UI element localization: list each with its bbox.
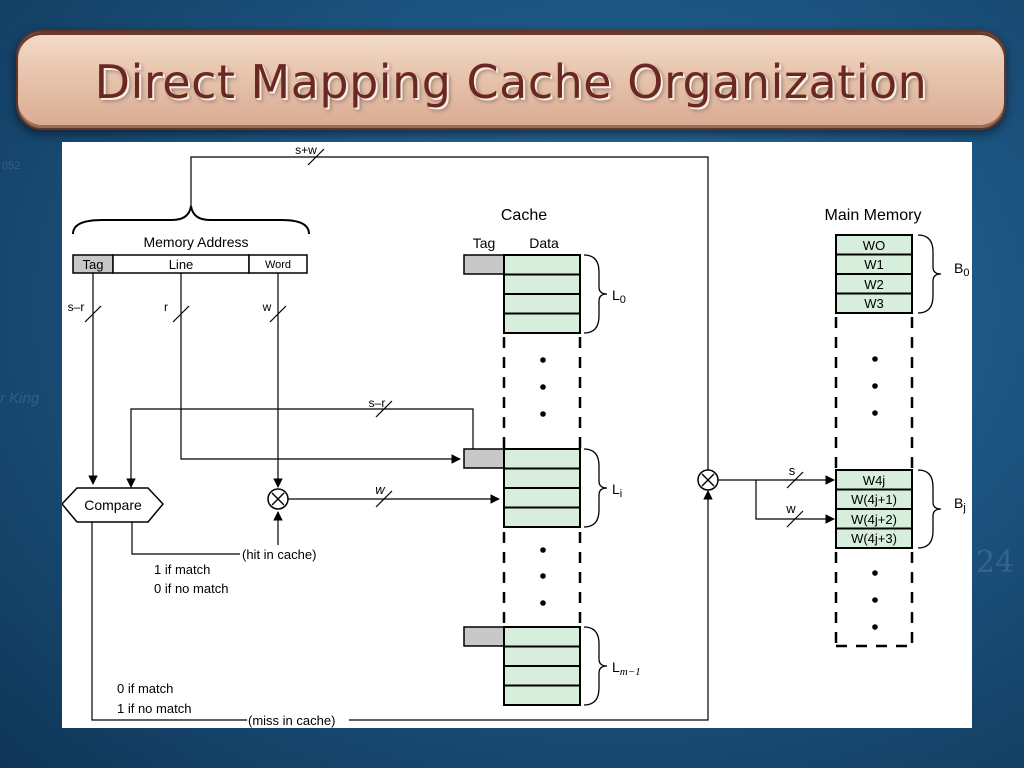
li-label: Li — [612, 481, 622, 500]
mem-bus-s-label: s — [789, 463, 796, 478]
miss-nomatch-label: 1 if no match — [117, 701, 191, 716]
cache-data-header: Data — [529, 235, 559, 251]
tag-bus: s–r — [68, 273, 102, 485]
line-bus: r — [164, 273, 461, 464]
main-memory-title: Main Memory — [825, 207, 922, 224]
mem-word-w1: W1 — [864, 257, 884, 272]
cache-line-l0 — [503, 254, 581, 334]
cache-diagram: Memory Address Tag Line Word s+w s–r r w… — [60, 143, 969, 728]
hit-match-label: 1 if match — [154, 562, 210, 577]
cache-title: Cache — [501, 207, 547, 224]
bus-width-w-italic: w — [375, 482, 386, 497]
miss-in-cache-label: (miss in cache) — [248, 713, 335, 728]
memory-address-caption: Memory Address — [143, 234, 248, 250]
cache-tag-to-compare-bus: s–r — [126, 396, 474, 488]
hit-nomatch-label: 0 if no match — [154, 581, 228, 596]
word-bus: w — [262, 273, 287, 488]
mem-word-w0: WO — [863, 238, 885, 253]
l0-label: L0 — [612, 287, 626, 306]
bj-label: Bj — [954, 495, 966, 514]
title-bar: Direct Mapping Cache Organization — [16, 30, 1006, 130]
background-text-king: r King — [0, 390, 40, 407]
word-select-mux: w — [267, 482, 500, 510]
mem-word-w4j: W4j — [863, 473, 886, 488]
cache-line-li — [503, 448, 581, 528]
bus-width-s-minus-r-2: s–r — [369, 396, 386, 410]
memory-select-mux: s w — [697, 463, 835, 528]
mem-word-w2: W2 — [864, 277, 884, 292]
cache-tag-l0 — [463, 254, 505, 275]
mem-bus-w-label: w — [785, 501, 796, 516]
cache-tag-li — [463, 448, 505, 469]
mem-word-w4j1: W(4j+1) — [851, 492, 897, 507]
hit-path: (hit in cache) 1 if match 0 if no match — [131, 511, 316, 596]
b0-label: B0 — [954, 260, 969, 279]
block-bj: W4j W(4j+1) W(4j+2) W(4j+3) — [835, 469, 913, 549]
address-brace — [72, 205, 310, 235]
mem-word-w4j2: W(4j+2) — [851, 512, 897, 527]
miss-path: (miss in cache) 0 if match 1 if no match — [91, 490, 713, 728]
lm-label: Lm−1 — [612, 659, 641, 678]
bus-width-w: w — [262, 300, 272, 314]
background-text-052: 052 — [2, 160, 21, 172]
mem-word-w3: W3 — [864, 296, 884, 311]
cache-tag-header: Tag — [473, 235, 496, 251]
bus-width-s-minus-r: s–r — [68, 300, 85, 314]
background-text-24: 24 — [976, 545, 1015, 580]
address-word-label: Word — [265, 259, 291, 271]
address-line-label: Line — [169, 257, 194, 272]
lm-brace — [583, 626, 608, 706]
bus-width-s-plus-w: s+w — [295, 143, 317, 157]
address-tag-label: Tag — [83, 257, 104, 272]
li-brace — [583, 448, 608, 528]
miss-match-label: 0 if match — [117, 681, 173, 696]
mem-word-w4j3: W(4j+3) — [851, 531, 897, 546]
address-bus: s+w — [190, 143, 713, 481]
b0-brace — [917, 234, 942, 314]
memory-address-register: Memory Address Tag Line Word — [72, 205, 310, 274]
main-memory: Main Memory WO W1 W2 W3 B0 W4j W(4j+1) W… — [825, 207, 969, 648]
bus-width-r: r — [164, 300, 168, 314]
cache-line-lm — [503, 626, 581, 706]
page-title: Direct Mapping Cache Organization — [94, 55, 928, 109]
diagram-panel: Memory Address Tag Line Word s+w s–r r w… — [60, 142, 972, 728]
bj-brace — [917, 469, 942, 549]
block-b0: WO W1 W2 W3 — [835, 234, 913, 314]
compare-unit: Compare — [60, 487, 165, 523]
l0-brace — [583, 254, 608, 334]
hit-in-cache-label: (hit in cache) — [242, 547, 316, 562]
cache-block: Cache Tag Data L0 Li — [463, 207, 641, 706]
cache-tag-lm — [463, 626, 505, 647]
compare-label: Compare — [84, 497, 142, 513]
